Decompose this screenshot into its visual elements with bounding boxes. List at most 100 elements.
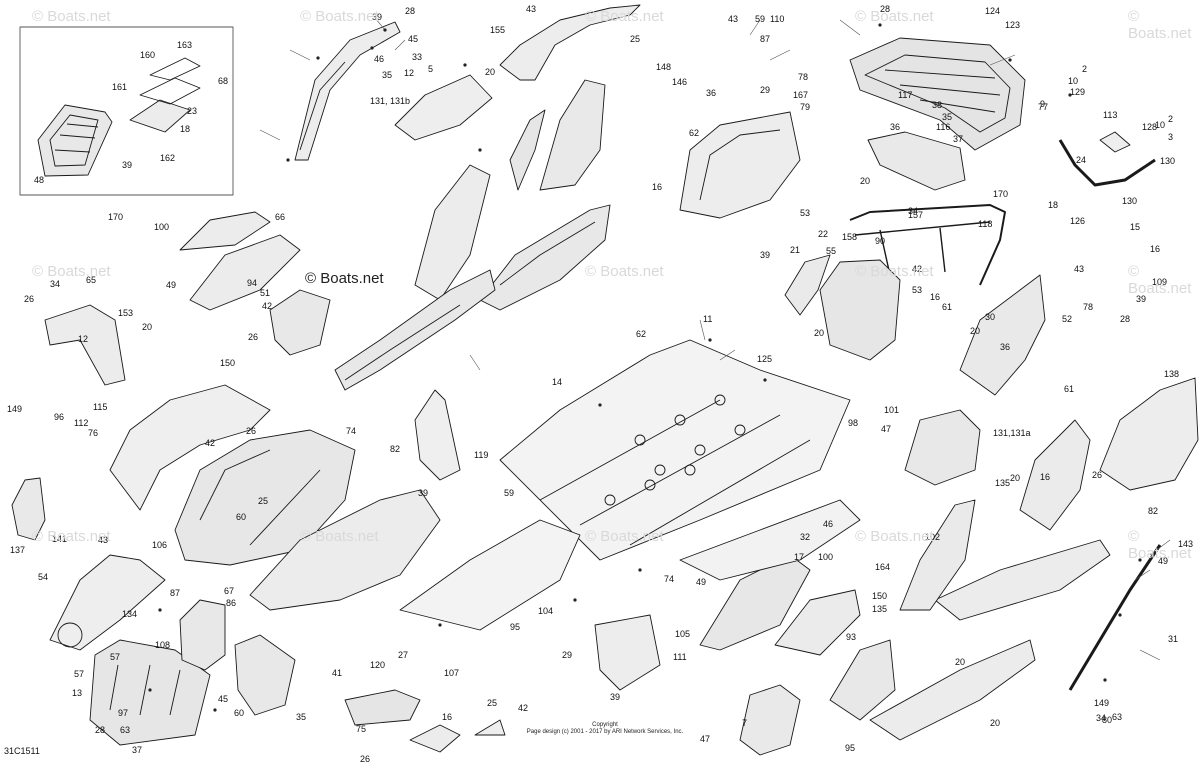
- part-number-label: 57: [74, 669, 84, 679]
- copyright-line2: Page design (c) 2001 - 2017 by ARI Netwo…: [526, 729, 684, 735]
- part-number-label: 128: [1142, 122, 1157, 132]
- part-panel-89: [509, 109, 546, 191]
- part-panel-65: [269, 289, 331, 356]
- part-number-label: 20: [142, 322, 152, 332]
- part-number-label: 38: [932, 100, 942, 110]
- part-hood-96: [109, 384, 271, 511]
- part-number-label: 65: [86, 275, 96, 285]
- part-panel-108: [179, 599, 226, 671]
- part-number-label: 2: [1082, 64, 1087, 74]
- part-number-label: 7: [742, 718, 747, 728]
- part-number-label: 33: [412, 52, 422, 62]
- part-number-label: 20: [970, 326, 980, 336]
- watermark: © Boats.net: [855, 528, 934, 545]
- part-number-label: 131, 131b: [370, 96, 410, 106]
- part-nose-134: [49, 554, 166, 651]
- part-panel-98-center: [414, 389, 461, 481]
- part-number-label: 34: [1096, 713, 1106, 723]
- watermark: © Boats.net: [1128, 263, 1192, 297]
- part-panel-107: [234, 634, 296, 716]
- part-number-label: 43: [1074, 264, 1084, 274]
- part-rocker-84: [334, 269, 496, 391]
- part-number-label: 5: [428, 64, 433, 74]
- part-number-label: 39: [122, 160, 132, 170]
- part-number-label: 35: [942, 112, 952, 122]
- part-number-label: 36: [1000, 342, 1010, 352]
- part-number-label: 100: [818, 552, 833, 562]
- part-hood-95: [249, 489, 441, 611]
- part-number-label: 12: [404, 68, 414, 78]
- copyright-line1: Copyright: [592, 722, 618, 728]
- part-number-label: 26: [1092, 470, 1102, 480]
- part-number-label: 42: [912, 264, 922, 274]
- part-panel-111: [474, 719, 506, 736]
- part-number-label: 49: [1158, 556, 1168, 566]
- part-number-label: 26: [360, 754, 370, 764]
- part-panel-63: [829, 639, 896, 721]
- part-number-label: 20: [860, 176, 870, 186]
- part-number-label: 167: [793, 90, 808, 100]
- part-number-label: 32: [800, 532, 810, 542]
- part-number-label: 143: [1178, 539, 1193, 549]
- part-number-label: 16: [442, 712, 452, 722]
- part-door-165: [959, 274, 1046, 396]
- part-number-label: 29: [760, 85, 770, 95]
- part-number-label: 39: [610, 692, 620, 702]
- part-number-label: 59: [504, 488, 514, 498]
- part-number-label: 18: [1048, 200, 1058, 210]
- part-number-label: 28: [880, 4, 890, 14]
- part-number-label: 52: [1062, 314, 1072, 324]
- part-number-label: 163: [177, 40, 192, 50]
- part-number-label: 155: [490, 25, 505, 35]
- part-number-label: 119: [474, 450, 488, 460]
- part-number-label: 78: [1083, 302, 1093, 312]
- part-number-label: 21: [790, 245, 800, 255]
- part-number-label: 123: [1005, 20, 1020, 30]
- part-number-label: 75: [356, 724, 366, 734]
- part-number-label: 2: [1168, 114, 1173, 124]
- part-number-label: 48: [34, 175, 44, 185]
- part-number-label: 74: [346, 426, 356, 436]
- part-number-label: 95: [510, 622, 520, 632]
- part-number-label: 161: [112, 82, 127, 92]
- part-number-label: 20: [990, 718, 1000, 728]
- part-panel-137: [1019, 419, 1091, 531]
- part-number-label: 26: [248, 332, 258, 342]
- part-number-label: 130: [1122, 196, 1137, 206]
- part-number-label: 158: [842, 232, 857, 242]
- part-number-label: 27: [398, 650, 408, 660]
- part-number-label: 60: [234, 708, 244, 718]
- watermark: © Boats.net: [32, 263, 111, 280]
- watermark: © Boats.net: [1128, 528, 1192, 562]
- part-number-label: 137: [10, 545, 25, 555]
- diagram-code: 31C1511: [4, 746, 40, 756]
- part-number-label: 162: [160, 153, 175, 163]
- part-number-label: 46: [374, 54, 384, 64]
- part-rocker-06: [479, 204, 611, 311]
- part-number-label: 10: [1155, 120, 1165, 130]
- part-number-label: 24: [1076, 155, 1086, 165]
- part-number-label: 18: [180, 124, 190, 134]
- part-number-label: 110: [770, 14, 784, 24]
- part-number-label: 63: [120, 725, 130, 735]
- part-number-label: 94: [247, 278, 257, 288]
- part-number-label: 51: [260, 288, 270, 298]
- part-number-label: 15: [1130, 222, 1140, 232]
- part-number-label: 76: [88, 428, 98, 438]
- part-number-label: 149: [7, 404, 22, 414]
- part-number-label: 39: [1136, 294, 1146, 304]
- part-number-label: 113: [1103, 110, 1117, 120]
- part-number-label: 164: [875, 562, 890, 572]
- part-number-label: 82: [1148, 506, 1158, 516]
- part-roof-frame-118: [849, 204, 1006, 286]
- part-number-label: 109: [1152, 277, 1167, 287]
- part-number-label: 37: [132, 745, 142, 755]
- part-number-label: 29: [562, 650, 572, 660]
- part-number-label: 34: [908, 206, 918, 216]
- part-number-label: 160: [140, 50, 155, 60]
- part-bar-130: [1058, 131, 1156, 187]
- part-number-label: 107: [444, 668, 459, 678]
- part-number-label: 30: [985, 312, 995, 322]
- part-number-label: 148: [656, 62, 671, 72]
